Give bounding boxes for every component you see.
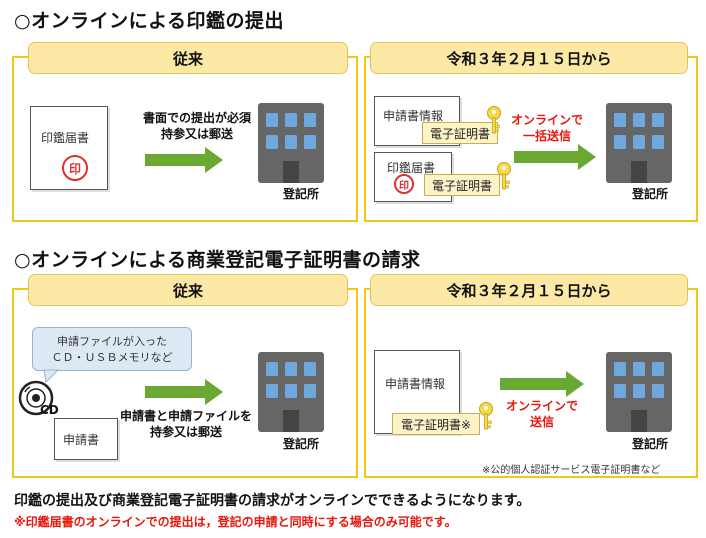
section-2-right-office-label: 登記所	[631, 437, 668, 451]
seal-registration-doc-2-label: 印鑑届書	[387, 161, 436, 175]
section-1-right-tab: 令和３年２月１５日から	[370, 42, 688, 74]
application-form-doc-label: 申請書	[63, 433, 100, 447]
section-2-left-tab: 従来	[28, 274, 348, 306]
section-1-left-arrow-text: 書面での提出が必須 持参又は郵送	[142, 111, 251, 141]
section-1-heading: ○オンラインによる印鑑の提出	[14, 10, 285, 32]
cd-icon	[18, 380, 54, 416]
section-2-heading: ○オンラインによる商業登記電子証明書の請求	[14, 249, 421, 271]
section-2-right-office-building-icon	[606, 352, 672, 432]
section-1-left-office-label: 登記所	[282, 187, 319, 201]
seal-stamp-icon: 印	[62, 155, 88, 181]
section-1-right-arrow-text: オンラインで 一括送信	[510, 113, 583, 143]
storage-media-bubble: 申請ファイルが入った ＣＤ・ＵＳＢメモリなど	[32, 327, 192, 371]
footer-summary: 印鑑の提出及び商業登記電子証明書の請求がオンラインでできるようになります。	[14, 493, 531, 509]
application-info-doc-label: 申請書情報	[383, 109, 444, 123]
section-2-right-tab: 令和３年２月１５日から	[370, 274, 688, 306]
application-form-doc: 申請書	[54, 418, 118, 460]
certificate-note: ※公的個人認証サービス電子証明書など	[482, 465, 661, 476]
section-2-right-arrow-icon	[500, 371, 584, 397]
footer-note: ※印鑑届書のオンラインでの提出は，登記の申請と同時にする場合のみ可能です。	[14, 515, 457, 529]
digital-certificate-1: 電子証明書	[422, 122, 498, 144]
section-2-left-office-label: 登記所	[282, 437, 319, 451]
application-info-doc-2-label: 申請書情報	[385, 377, 446, 391]
key-icon-2	[497, 162, 511, 190]
section-1-right-arrow-icon	[514, 144, 596, 170]
section-2-right-arrow-text: オンラインで 送信	[505, 399, 578, 429]
digital-certificate-2: 電子証明書	[424, 174, 500, 196]
section-1-right-office-label: 登記所	[631, 187, 668, 201]
digital-certificate-3: 電子証明書※	[392, 413, 480, 435]
section-1-left-arrow-icon	[145, 147, 223, 173]
section-1-right-office-building-icon	[606, 103, 672, 183]
bubble-tail-icon	[43, 369, 60, 384]
section-2-left-office-building-icon	[258, 352, 324, 432]
section-1-left-office-building-icon	[258, 103, 324, 183]
key-icon	[487, 106, 501, 134]
key-icon-3	[479, 402, 493, 430]
seal-stamp-icon-2: 印	[394, 174, 414, 194]
section-2-left-arrow-icon	[145, 379, 223, 405]
section-2-left-arrow-text: 申請書と申請ファイルを 持参又は郵送	[119, 409, 252, 439]
section-1-left-tab: 従来	[28, 42, 348, 74]
cd-label: CD	[40, 403, 59, 417]
seal-registration-doc-label: 印鑑届書	[41, 131, 90, 145]
application-info-doc: 申請書情報	[374, 96, 460, 146]
